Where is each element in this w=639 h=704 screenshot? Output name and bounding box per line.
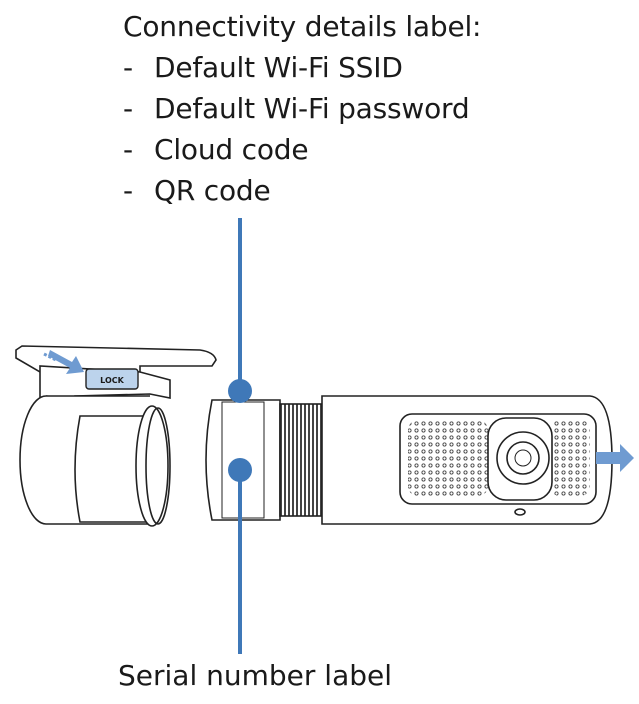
list-item: -Default Wi-Fi password bbox=[123, 88, 481, 129]
status-led bbox=[514, 508, 526, 516]
list-item: -Default Wi-Fi SSID bbox=[123, 47, 481, 88]
connectivity-details-title: Connectivity details label: bbox=[123, 10, 482, 43]
camera-focus-ring bbox=[279, 403, 323, 517]
connectivity-details-list: -Default Wi-Fi SSID -Default Wi-Fi passw… bbox=[123, 47, 481, 211]
list-item: -QR code bbox=[123, 170, 481, 211]
camera-lens-inner bbox=[506, 441, 540, 475]
slide-arrow-icon bbox=[43, 350, 84, 374]
wifi-ssid-item: Default Wi-Fi SSID bbox=[154, 51, 403, 84]
serial-number-label: Serial number label bbox=[118, 659, 393, 692]
connectivity-callout-dot bbox=[228, 379, 252, 403]
qr-code-item: QR code bbox=[154, 174, 271, 207]
speaker-grille-left bbox=[408, 420, 488, 496]
right-arrow-icon bbox=[596, 444, 634, 472]
connectivity-details-callout: Connectivity details label: -Default Wi-… bbox=[123, 6, 481, 211]
serial-callout-dot bbox=[228, 458, 252, 482]
list-bullet: - bbox=[123, 133, 133, 166]
list-bullet: - bbox=[123, 174, 133, 207]
lock-text: LOCK bbox=[100, 376, 124, 385]
list-bullet: - bbox=[123, 92, 133, 125]
cloud-code-item: Cloud code bbox=[154, 133, 309, 166]
camera-body bbox=[205, 395, 613, 525]
list-item: -Cloud code bbox=[123, 129, 481, 170]
speaker-grille-right bbox=[550, 420, 590, 496]
mount-ring-front bbox=[135, 405, 169, 527]
callout-lines bbox=[228, 218, 252, 654]
list-bullet: - bbox=[123, 51, 133, 84]
wifi-password-item: Default Wi-Fi password bbox=[154, 92, 470, 125]
lock-button: LOCK bbox=[85, 368, 139, 390]
